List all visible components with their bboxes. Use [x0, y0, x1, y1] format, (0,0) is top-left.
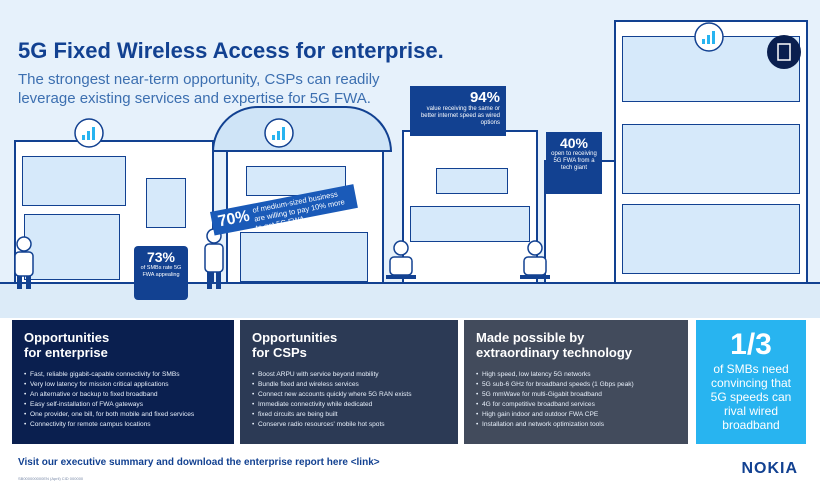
- store-sign: [246, 166, 346, 196]
- left-shop-window: [22, 156, 126, 206]
- list-item: 4G for competitive broadband services: [476, 400, 676, 410]
- list-item: 5G mmWave for multi-Gigabit broadband: [476, 390, 676, 400]
- highlight-text: of SMBs need convincing that 5G speeds c…: [710, 362, 792, 432]
- stat-73-text: of SMBs rate 5G FWA appealing: [140, 265, 182, 278]
- stat-73-callout: 73% of SMBs rate 5G FWA appealing: [134, 246, 188, 300]
- document-code: SB000000000EN (April) CID 000000: [18, 476, 84, 481]
- report-link[interactable]: Visit our executive summary and download…: [18, 457, 380, 468]
- person-figure: [14, 236, 34, 289]
- panel-list: High speed, low latency 5G networks 5G s…: [476, 370, 676, 430]
- office-floor-bottom: [622, 204, 800, 274]
- street-illustration: [0, 0, 820, 318]
- person-figure: [204, 228, 224, 289]
- stat-40-value: 40%: [559, 135, 589, 151]
- list-item: High gain indoor and outdoor FWA CPE: [476, 410, 676, 420]
- list-item: Immediate connectivity while dedicated: [252, 400, 446, 410]
- list-item: Very low latency for mission critical ap…: [24, 380, 222, 390]
- page-subtitle: The strongest near-term opportunity, CSP…: [18, 71, 380, 107]
- office-floor-middle: [622, 124, 800, 194]
- stat-94-callout: 94% value receiving the same or better i…: [410, 86, 506, 136]
- list-item: Boost ARPU with service beyond mobility: [252, 370, 446, 380]
- highlight-stat-panel: 1/3 of SMBs need convincing that 5G spee…: [696, 320, 806, 444]
- cafe-window: [410, 206, 530, 242]
- panel-list: Fast, reliable gigabit-capable connectiv…: [24, 370, 222, 430]
- store-dome-roof: [212, 106, 392, 152]
- page-title: 5G Fixed Wireless Access for enterprise.: [18, 38, 444, 63]
- person-figure: [386, 240, 416, 279]
- store-entrance: [240, 232, 368, 282]
- stat-94-value: 94%: [469, 89, 500, 106]
- cafe-sign: [436, 168, 508, 194]
- nokia-logo: NOKIA: [741, 460, 798, 477]
- list-item: High speed, low latency 5G networks: [476, 370, 676, 380]
- stat-94-text: value receiving the same or better inter…: [420, 106, 500, 126]
- list-item: Easy self-installation of FWA gateways: [24, 400, 222, 410]
- list-item: An alternative or backup to fixed broadb…: [24, 390, 222, 400]
- list-item: Connectivity for remote campus locations: [24, 420, 222, 430]
- list-item: Bundle fixed and wireless services: [252, 380, 446, 390]
- stat-70-value: 70%: [216, 207, 252, 231]
- signal-icon: [264, 118, 294, 148]
- enterprise-badge-icon: [767, 35, 801, 69]
- list-item: 5G sub-6 GHz for broadband speeds (1 Gbp…: [476, 380, 676, 390]
- person-figure: [520, 240, 550, 279]
- stat-40-text: open to receiving 5G FWA from a tech gia…: [551, 151, 597, 171]
- stat-73-value: 73%: [146, 249, 176, 265]
- list-item: Installation and network optimization to…: [476, 420, 676, 430]
- signal-icon: [74, 118, 104, 148]
- list-item: One provider, one bill, for both mobile …: [24, 410, 222, 420]
- left-shop-door: [146, 178, 186, 228]
- signal-icon: [694, 22, 724, 52]
- sidewalk: [0, 282, 820, 318]
- stat-40-callout: 40% open to receiving 5G FWA from a tech…: [546, 132, 602, 194]
- highlight-fraction: 1/3: [730, 328, 772, 361]
- list-item: Fast, reliable gigabit-capable connectiv…: [24, 370, 222, 380]
- list-item: fixed circuits are being built: [252, 410, 446, 420]
- list-item: Connect new accounts quickly where 5G RA…: [252, 390, 446, 400]
- list-item: Conserve radio resources' mobile hot spo…: [252, 420, 446, 430]
- left-shop-display: [24, 214, 120, 280]
- panel-list: Boost ARPU with service beyond mobility …: [252, 370, 446, 430]
